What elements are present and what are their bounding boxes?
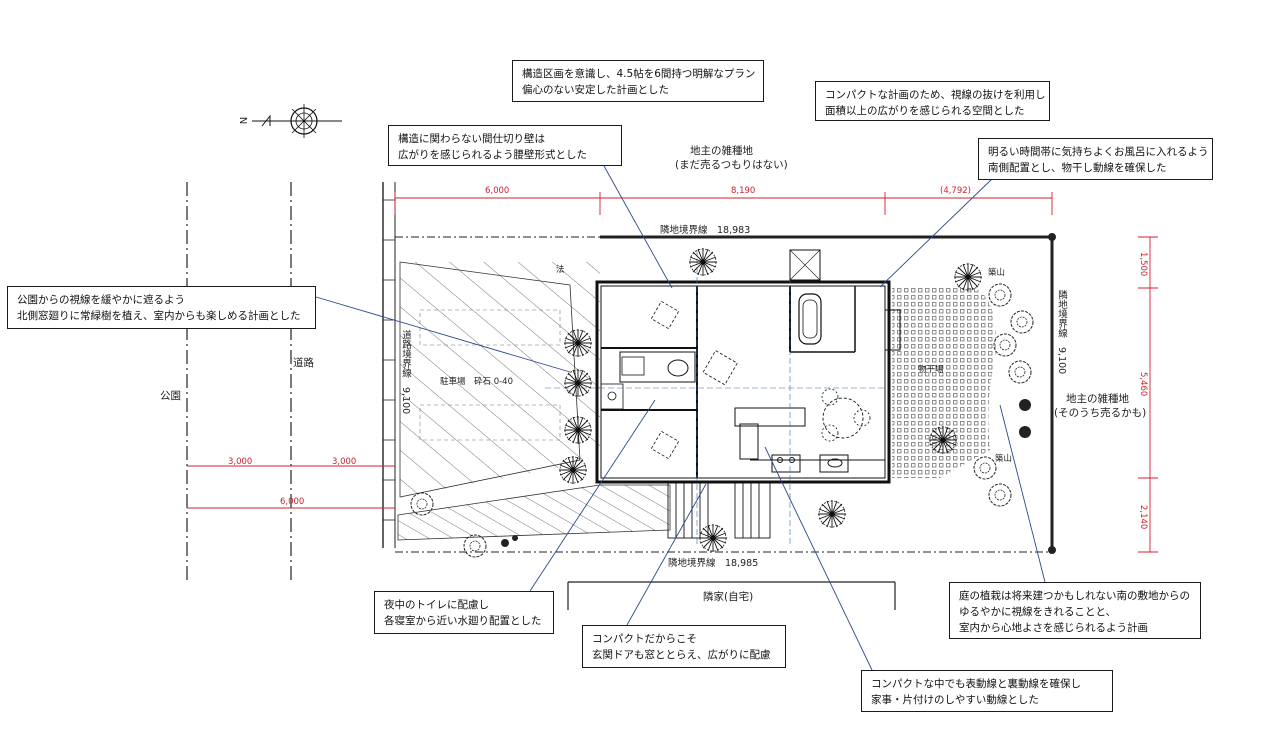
dim-top-3: (4,792) xyxy=(940,186,971,196)
note-garden-line3: 室内から心地よさを感じられるよう計画 xyxy=(959,622,1148,634)
note-toilet-line2: 各寝室から近い水廻り配置とした xyxy=(384,615,542,627)
label-boundary-top: 隣地境界線 18,983 xyxy=(660,225,751,236)
note-circulation: コンパクトな中でも表動線と裏動線を確保し 家事・片付けのしやすい動線とした xyxy=(861,670,1113,712)
label-boundary-bottom: 隣地境界線 18,985 xyxy=(668,558,759,569)
note-park: 公園からの視線を緩やかに遮るよう 北側窓廻りに常緑樹を植え、室内からも楽しめる計… xyxy=(7,286,316,329)
top-dimension-line xyxy=(394,192,1053,215)
label-mound-2: 築山 xyxy=(995,454,1013,464)
note-circulation-line2: 家事・片付けのしやすい動線とした xyxy=(871,694,1039,706)
note-garden: 庭の植栽は将来建つかもしれない南の敷地からの ゆるやかに視線をきれることと、 室… xyxy=(949,582,1201,639)
shrubs xyxy=(410,283,1034,558)
note-bath-line1: 明るい時間帯に気持ちよくお風呂に入れるよう xyxy=(988,146,1209,158)
note-park-line1: 公園からの視線を緩やかに遮るよう xyxy=(17,294,185,306)
note-toilet-line1: 夜中のトイレに配慮し xyxy=(384,599,489,611)
note-entrance: コンパクトだからこそ 玄関ドアも窓ととらえ、広がりに配慮 xyxy=(582,625,786,668)
label-boundary-road: 道路境界線 9,100 xyxy=(400,330,411,415)
note-view-line1: コンパクトな計画のため、視線の抜けを利用し xyxy=(825,89,1046,101)
note-toilet: 夜中のトイレに配慮し 各寝室から近い水廻り配置とした xyxy=(374,591,554,634)
dim-road-2: 3,000 xyxy=(332,457,357,467)
note-garden-line2: ゆるやかに視線をきれることと、 xyxy=(959,606,1117,618)
label-road: 道路 xyxy=(293,357,314,369)
road-dimensions xyxy=(187,465,395,509)
dim-top-1: 6,000 xyxy=(485,186,510,196)
dim-road-total: 6,000 xyxy=(280,497,305,507)
label-boundary-right: 隣地境界線 9,100 xyxy=(1056,290,1067,375)
label-drying: 物干場 xyxy=(918,365,944,375)
note-park-line2: 北側窓廻りに常緑樹を植え、室内からも楽しめる計画とした xyxy=(17,310,301,322)
label-land-top-1: 地主の雑種地 xyxy=(690,145,753,157)
note-bath: 明るい時間帯に気持ちよくお風呂に入れるよう 南側配置とし、物干し動線を確保した xyxy=(978,138,1213,180)
label-parking: 駐車場 砕石 0-40 xyxy=(440,377,513,387)
label-land-right-1: 地主の雑種地 xyxy=(1066,393,1129,405)
side-path xyxy=(397,484,671,541)
dim-right-2: 5,460 xyxy=(1138,372,1148,397)
note-structure: 構造区画を意識し、4.5帖を6間持つ明解なプラン 偏心のない安定した計画とした xyxy=(512,60,764,102)
dim-road-1: 3,000 xyxy=(228,457,253,467)
label-land-right-2: (そのうち売るかも) xyxy=(1054,407,1147,419)
compass-north-label: N xyxy=(239,116,251,125)
note-entrance-line1: コンパクトだからこそ xyxy=(592,633,697,645)
label-slope: 法 xyxy=(556,265,565,275)
note-partition: 構造に関わらない間仕切り壁は 広がりを感じられるよう腰壁形式とした xyxy=(388,125,622,166)
note-structure-line2: 偏心のない安定した計画とした xyxy=(522,84,669,96)
parking-area xyxy=(399,261,600,498)
label-land-top-2: (まだ売るつもりはない) xyxy=(675,159,788,171)
note-circulation-line1: コンパクトな中でも表動線と裏動線を確保し xyxy=(871,678,1081,690)
label-neighbor: 隣家(自宅) xyxy=(703,591,754,603)
dim-right-3: 2,140 xyxy=(1138,505,1148,530)
note-view-line2: 面積以上の広がりを感じられる空間とした xyxy=(825,105,1025,117)
note-entrance-line2: 玄関ドアも窓ととらえ、広がりに配慮 xyxy=(592,649,771,661)
note-structure-line1: 構造区画を意識し、4.5帖を6間持つ明解なプラン xyxy=(522,68,756,80)
decks xyxy=(667,481,771,539)
garden-paving xyxy=(892,288,996,478)
leader-lines xyxy=(315,165,1046,671)
label-park: 公園 xyxy=(160,390,181,402)
dim-top-2: 8,190 xyxy=(731,186,756,196)
dim-right-1: 1,500 xyxy=(1138,252,1148,277)
note-partition-line2: 広がりを感じられるよう腰壁形式とした xyxy=(398,149,587,161)
note-partition-line1: 構造に関わらない間仕切り壁は xyxy=(398,133,545,145)
compass xyxy=(252,104,342,138)
road-lines xyxy=(186,182,396,580)
note-bath-line2: 南側配置とし、物干し動線を確保した xyxy=(988,162,1167,174)
label-mound-1: 築山 xyxy=(988,268,1006,278)
right-dimension-line xyxy=(1138,236,1158,553)
note-garden-line1: 庭の植栽は将来建つかもしれない南の敷地からの xyxy=(959,590,1190,602)
site-boundary xyxy=(395,233,1056,610)
note-view: コンパクトな計画のため、視線の抜けを利用し 面積以上の広がりを感じられる空間とし… xyxy=(815,81,1050,121)
